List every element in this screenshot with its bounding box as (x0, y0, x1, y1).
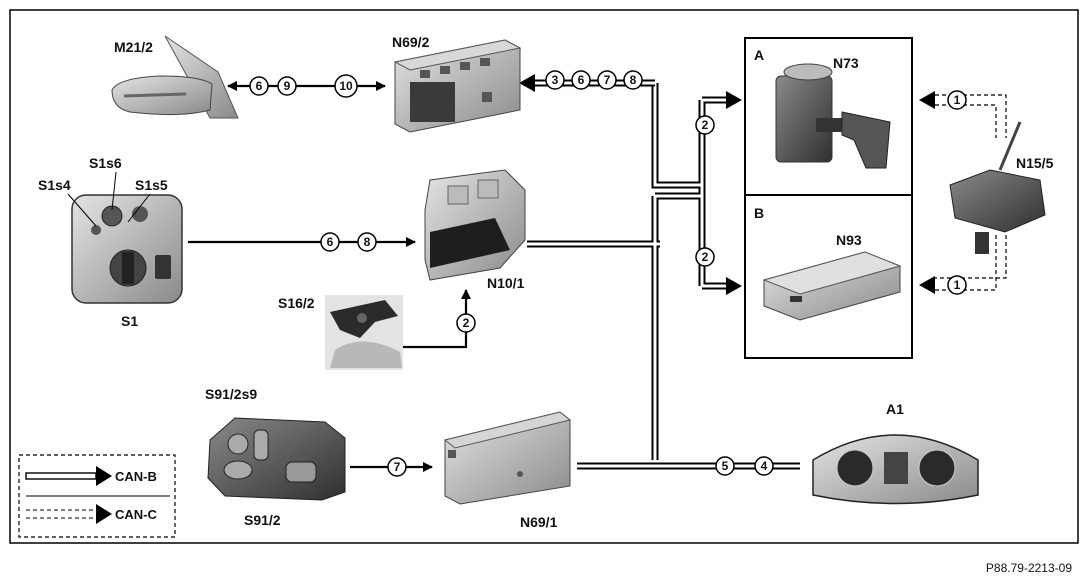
label-s91-2s9: S91/2s9 (205, 386, 257, 402)
s1-pointers (67, 171, 151, 227)
mirror-image (111, 35, 239, 119)
label-n10-1: N10/1 (487, 275, 525, 291)
label-a1: A1 (886, 401, 904, 417)
signal-markers: 6 9 10 3 6 7 8 2 2 1 1 6 8 2 7 5 4 (249, 70, 967, 477)
svg-text:CAN-B: CAN-B (115, 469, 157, 484)
svg-text:6: 6 (578, 73, 585, 87)
label-s1s6: S1s6 (89, 155, 122, 171)
svg-text:2: 2 (702, 250, 709, 264)
signal-s16-2: 2 (456, 313, 476, 333)
signal-s91-7: 7 (387, 457, 407, 477)
svg-text:8: 8 (364, 235, 371, 249)
label-n93: N93 (836, 232, 862, 248)
s91-2-image (207, 417, 346, 501)
signal-m21-6: 6 (249, 76, 269, 96)
component-labels: M21/2 N69/2 N73 N93 N15/5 S1s6 S1s4 S1s5… (38, 34, 1054, 530)
s16-2-image (325, 295, 403, 370)
arrowhead-can-c-n73 (919, 91, 935, 109)
svg-text:CAN-C: CAN-C (115, 507, 157, 522)
box-a-label: A (754, 47, 764, 63)
svg-text:7: 7 (394, 460, 401, 474)
label-n69-2: N69/2 (392, 34, 430, 50)
label-s16-2: S16/2 (278, 295, 315, 311)
n10-1-image (424, 169, 526, 281)
signal-n69-2-6: 6 (571, 70, 591, 90)
s1-image (71, 194, 183, 304)
label-s1s4: S1s4 (38, 177, 71, 193)
arrowhead-n93 (726, 277, 742, 295)
svg-text:2: 2 (463, 316, 470, 330)
svg-text:6: 6 (256, 79, 263, 93)
label-n15-5: N15/5 (1016, 155, 1054, 171)
n93-image (762, 251, 902, 321)
label-s1: S1 (121, 313, 138, 329)
n15-5-image (949, 121, 1046, 254)
svg-text:9: 9 (284, 79, 291, 93)
signal-n69-2-8: 8 (623, 70, 643, 90)
signal-m21-10: 10 (334, 74, 358, 98)
signal-s1-8: 8 (357, 232, 377, 252)
signal-m21-9: 9 (277, 76, 297, 96)
arrowhead-n73 (726, 91, 742, 109)
svg-text:2: 2 (702, 118, 709, 132)
signal-s1-6: 6 (320, 232, 340, 252)
n73-image (775, 63, 891, 169)
reference-number: P88.79-2213-09 (986, 561, 1072, 575)
signal-n69-2-3: 3 (545, 70, 565, 90)
signal-n15-to-n93: 1 (947, 275, 967, 295)
signal-n69-2-7: 7 (597, 70, 617, 90)
box-b-label: B (754, 205, 764, 221)
legend-can-c: CAN-C (26, 504, 157, 524)
label-n69-1: N69/1 (520, 514, 558, 530)
legend: CAN-B CAN-C (18, 454, 176, 538)
svg-text:1: 1 (954, 278, 961, 292)
svg-text:4: 4 (761, 459, 768, 473)
label-s1s5: S1s5 (135, 177, 168, 193)
legend-can-b: CAN-B (25, 466, 157, 486)
svg-text:1: 1 (954, 93, 961, 107)
label-s91-2: S91/2 (244, 512, 281, 528)
arrowhead-can-c-n93 (919, 276, 935, 294)
n69-2-image (393, 39, 522, 133)
signal-to-n73: 2 (695, 115, 715, 135)
svg-text:8: 8 (630, 73, 637, 87)
signal-to-n93: 2 (695, 247, 715, 267)
svg-text:5: 5 (722, 459, 729, 473)
a1-image (812, 434, 979, 505)
signal-a1-5: 5 (715, 456, 735, 476)
box-b: B (744, 194, 913, 359)
signal-a1-4: 4 (754, 456, 774, 476)
svg-text:10: 10 (339, 79, 353, 93)
label-m21-2: M21/2 (114, 39, 153, 55)
svg-text:6: 6 (327, 235, 334, 249)
arrowhead-n69-2 (519, 74, 535, 92)
svg-text:3: 3 (552, 73, 559, 87)
line-s16-n10 (402, 289, 471, 349)
label-n73: N73 (833, 55, 859, 71)
signal-n15-to-n73: 1 (947, 90, 967, 110)
svg-text:7: 7 (604, 73, 611, 87)
n69-1-image (443, 411, 572, 505)
